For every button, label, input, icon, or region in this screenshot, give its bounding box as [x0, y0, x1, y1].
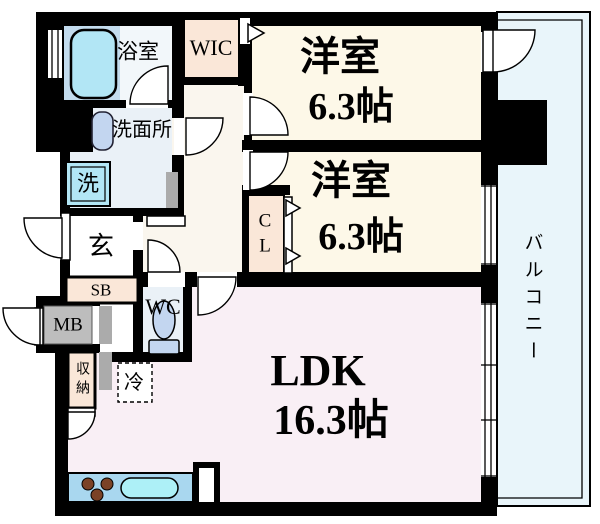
meter-box-door	[2, 307, 41, 346]
washer-label: 洗	[76, 171, 100, 196]
toilet-tank-icon	[148, 339, 180, 355]
balcony-floor	[496, 11, 591, 507]
refrigerator-space	[117, 362, 153, 403]
bedroom1-door	[249, 96, 289, 136]
washroom-label: 洗面所	[112, 119, 172, 141]
closet-label-l: L	[259, 235, 271, 257]
bedroom1-size: 6.3帖	[308, 86, 394, 128]
shoe-box-label: SB	[90, 280, 112, 300]
storage-door	[67, 411, 96, 440]
bath-window	[48, 30, 62, 78]
closet-folding-door-icon	[285, 246, 302, 266]
washbasin-icon	[91, 111, 114, 151]
pipe-space-3	[99, 352, 112, 390]
pipe-space-1	[166, 172, 178, 208]
refrigerator-label: 冷	[124, 372, 144, 394]
pipe-space-2	[99, 306, 112, 344]
washing-machine-icon	[65, 161, 111, 207]
ldk-door	[197, 276, 237, 316]
ldk-size: 16.3帖	[273, 398, 389, 444]
bedroom1-floor	[252, 26, 481, 142]
ldk-label: LDK	[270, 346, 366, 395]
entrance-door	[23, 217, 63, 259]
wic-folding-door-icon	[247, 22, 266, 44]
shoe-box	[64, 275, 140, 305]
entrance-label: 玄	[87, 232, 115, 261]
closet-door-track	[283, 196, 293, 274]
bedroom2-size: 6.3帖	[318, 216, 404, 258]
wic-box	[181, 16, 242, 81]
kitchen-partition-niche	[199, 468, 214, 502]
meter-box	[43, 305, 93, 345]
ldk-window	[481, 303, 496, 477]
bedroom2-window	[481, 185, 496, 265]
wc-door	[147, 239, 181, 273]
bedroom2-label: 洋室	[311, 158, 391, 203]
closet-folding-door-icon	[285, 198, 302, 218]
fixtures	[43, 16, 285, 503]
bathtub-icon	[69, 28, 118, 100]
bathroom-label: 浴室	[117, 39, 159, 64]
toilet-bowl-icon	[152, 300, 176, 340]
balcony-inner-line	[497, 19, 583, 499]
stove-burner-icon	[81, 477, 95, 491]
wc-label: WC	[145, 294, 181, 319]
balcony-door	[492, 29, 536, 73]
doors-windows	[2, 18, 536, 477]
closet-box	[247, 194, 285, 274]
hall-door-leaf	[146, 215, 186, 227]
meter-box-label: MB	[53, 314, 83, 336]
kitchen-sink-icon	[120, 477, 179, 499]
storage-label: 収納	[74, 361, 89, 399]
bedroom1-label: 洋室	[300, 34, 380, 79]
washroom-door	[185, 117, 224, 156]
stove-burner-icon	[90, 488, 104, 502]
wic-label: WIC	[189, 35, 233, 60]
bathroom-door	[129, 65, 169, 105]
bedroom2-door	[249, 151, 289, 191]
closet-label-c: C	[258, 210, 272, 232]
stove-burner-icon	[100, 477, 114, 491]
balcony-label: バルコニー	[521, 232, 543, 368]
walls	[36, 12, 547, 516]
